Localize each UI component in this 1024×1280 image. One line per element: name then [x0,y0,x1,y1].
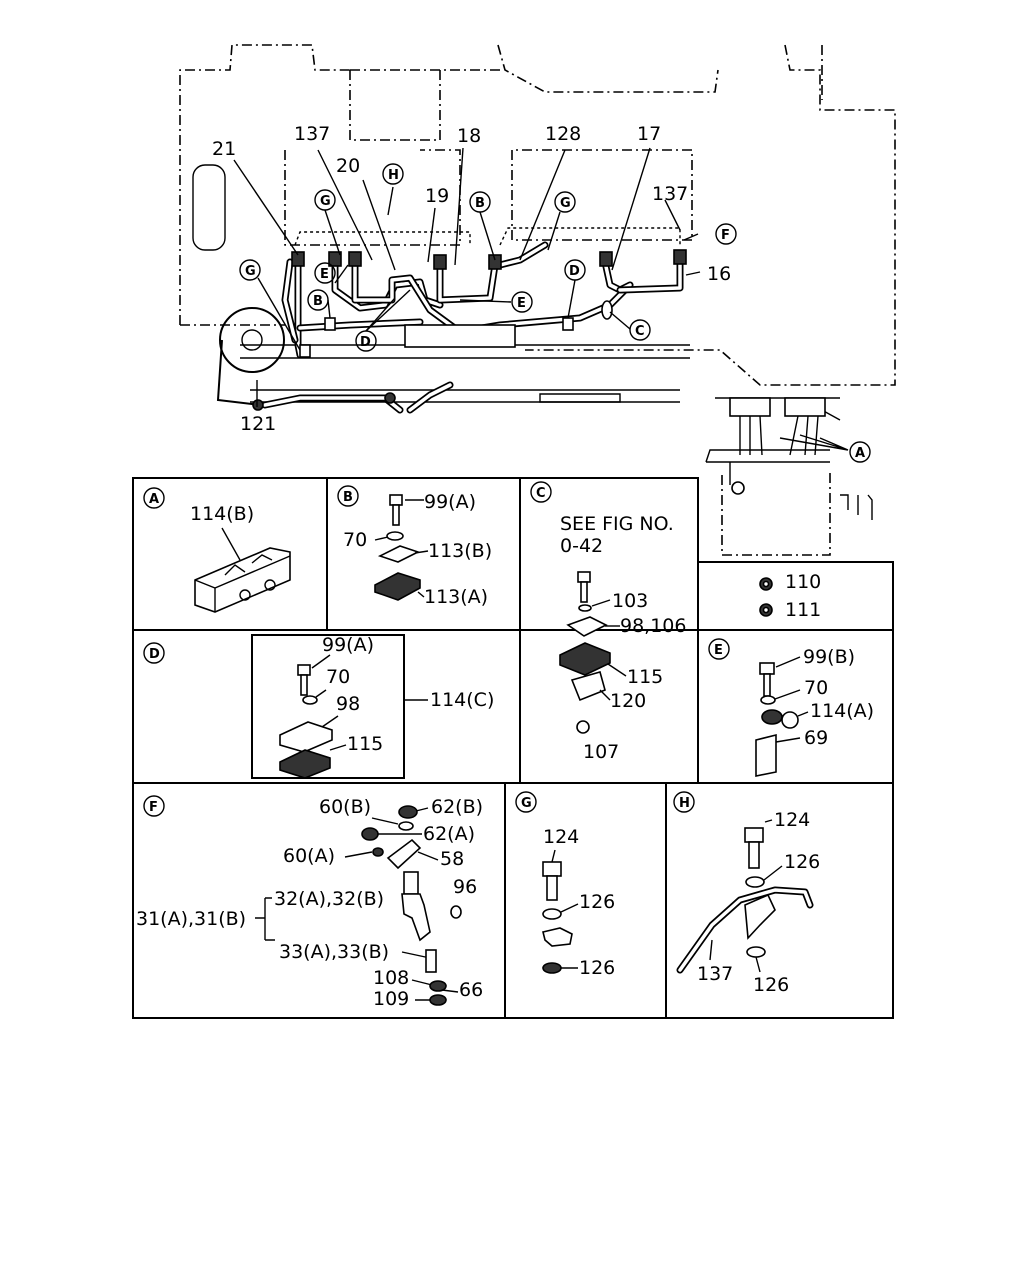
panel-C-label-103: 103 [612,590,648,612]
panel-G-label-126-bottom: 126 [579,957,615,979]
callout-B-main-2: B [313,294,323,309]
detail-grid [132,477,894,1019]
panel-H: H 124 126 137 126 [673,791,820,996]
label-137-right: 137 [652,183,688,205]
panel-B-label-70: 70 [343,529,367,551]
panel-B: B 99(A) 70 113(B) 113(A) [337,485,492,608]
label-16: 16 [707,263,731,285]
panel-B-label-113B: 113(B) [428,540,492,562]
panel-C-letter: C [536,486,546,501]
callout-E-main-1: E [320,267,329,282]
panel-F-label-108: 108 [373,967,409,989]
panel-F-label-60A: 60(A) [283,845,335,867]
panel-F: F 60(B) 62(B) 62(A) 60(A) 58 96 31(A),31… [136,795,483,1010]
panel-D: D 99(A) 70 98 115 114(C) [143,634,494,779]
label-137-left: 137 [294,123,330,145]
label-121: 121 [240,413,276,435]
panel-C-label-98-106: 98,106 [620,615,686,637]
panel-D-label-114C: 114(C) [430,689,494,711]
pump-inset [705,397,873,556]
panel-C-note-line1: SEE FIG NO. [560,513,674,535]
panel-C-label-115: 115 [627,666,663,688]
callout-G-main-2: G [560,196,571,211]
callout-E-main-2: E [517,296,526,311]
main-numeric-callouts: 21 137 20 18 19 128 17 137 16 121 [212,123,731,435]
panel-A-letter: A [149,492,159,507]
panel-B-label-113A: 113(A) [424,586,488,608]
panel-E-letter: E [714,643,723,658]
panel-H-letter: H [679,796,690,811]
panel-D-label-99A: 99(A) [322,634,374,656]
panel-H-label-124: 124 [774,809,810,831]
callout-C-main: C [635,324,645,339]
panel-B-label-99A: 99(A) [424,491,476,513]
panel-F-label-109: 109 [373,988,409,1010]
panel-H-label-126-bottom: 126 [753,974,789,996]
callout-H-main: H [388,168,399,183]
panel-E-label-69: 69 [804,727,828,749]
label-128: 128 [545,123,581,145]
panel-F-letter: F [149,800,158,815]
callout-G-main-3: G [245,264,256,279]
label-21: 21 [212,138,236,160]
panel-E-label-99B: 99(B) [803,646,855,668]
panel-D-label-70: 70 [326,666,350,688]
label-17: 17 [637,123,661,145]
panel-G: G 124 126 126 [515,791,615,979]
panel-F-label-60B: 60(B) [319,796,371,818]
callout-G-main-1: G [320,194,331,209]
panel-A: A 114(B) [143,487,291,613]
panel-F-label-32: 32(A),32(B) [274,888,384,910]
panel-C-note-line2: 0-42 [560,535,603,557]
callout-D-main-2: D [360,335,371,350]
panel-B-letter: B [343,490,353,505]
panel-extra-110-111: 110 111 [759,571,821,621]
panel-D-label-115: 115 [347,733,383,755]
label-19: 19 [425,185,449,207]
panel-F-label-31: 31(A),31(B) [136,908,246,930]
main-circled-letters: H G B G F G E B D D E C A [239,163,871,463]
label-18: 18 [457,125,481,147]
panel-G-label-126-top: 126 [579,891,615,913]
panel-C-label-120: 120 [610,690,646,712]
panel-A-label-114B: 114(B) [190,503,254,525]
panel-F-label-62A: 62(A) [423,823,475,845]
callout-D-main-1: D [569,264,580,279]
panel-C-label-107: 107 [583,741,619,763]
panel-E-label-70: 70 [804,677,828,699]
panel-F-label-66: 66 [459,979,483,1001]
callout-F-main: F [721,228,730,243]
panel-extra-label-111: 111 [785,599,821,621]
panel-D-letter: D [149,647,160,662]
callout-A-main: A [855,446,865,461]
panel-H-label-137: 137 [697,963,733,985]
panel-extra-label-110: 110 [785,571,821,593]
panel-F-label-96: 96 [453,876,477,898]
panel-D-label-98: 98 [336,693,360,715]
panel-G-letter: G [521,796,532,811]
panel-H-label-126-top: 126 [784,851,820,873]
panel-C: C SEE FIG NO. 0-42 103 98,106 115 120 10… [530,481,686,763]
panel-F-label-33: 33(A),33(B) [279,941,389,963]
label-20: 20 [336,155,360,177]
callout-B-main-1: B [475,196,485,211]
panel-G-label-124: 124 [543,826,579,848]
main-assembly-drawing: H G B G F G E B D D E C A [179,44,896,556]
panel-F-label-62B: 62(B) [431,796,483,818]
panel-E-label-114A: 114(A) [810,700,874,722]
panel-F-label-58: 58 [440,848,464,870]
panel-E: E 99(B) 70 114(A) 69 [708,638,874,777]
